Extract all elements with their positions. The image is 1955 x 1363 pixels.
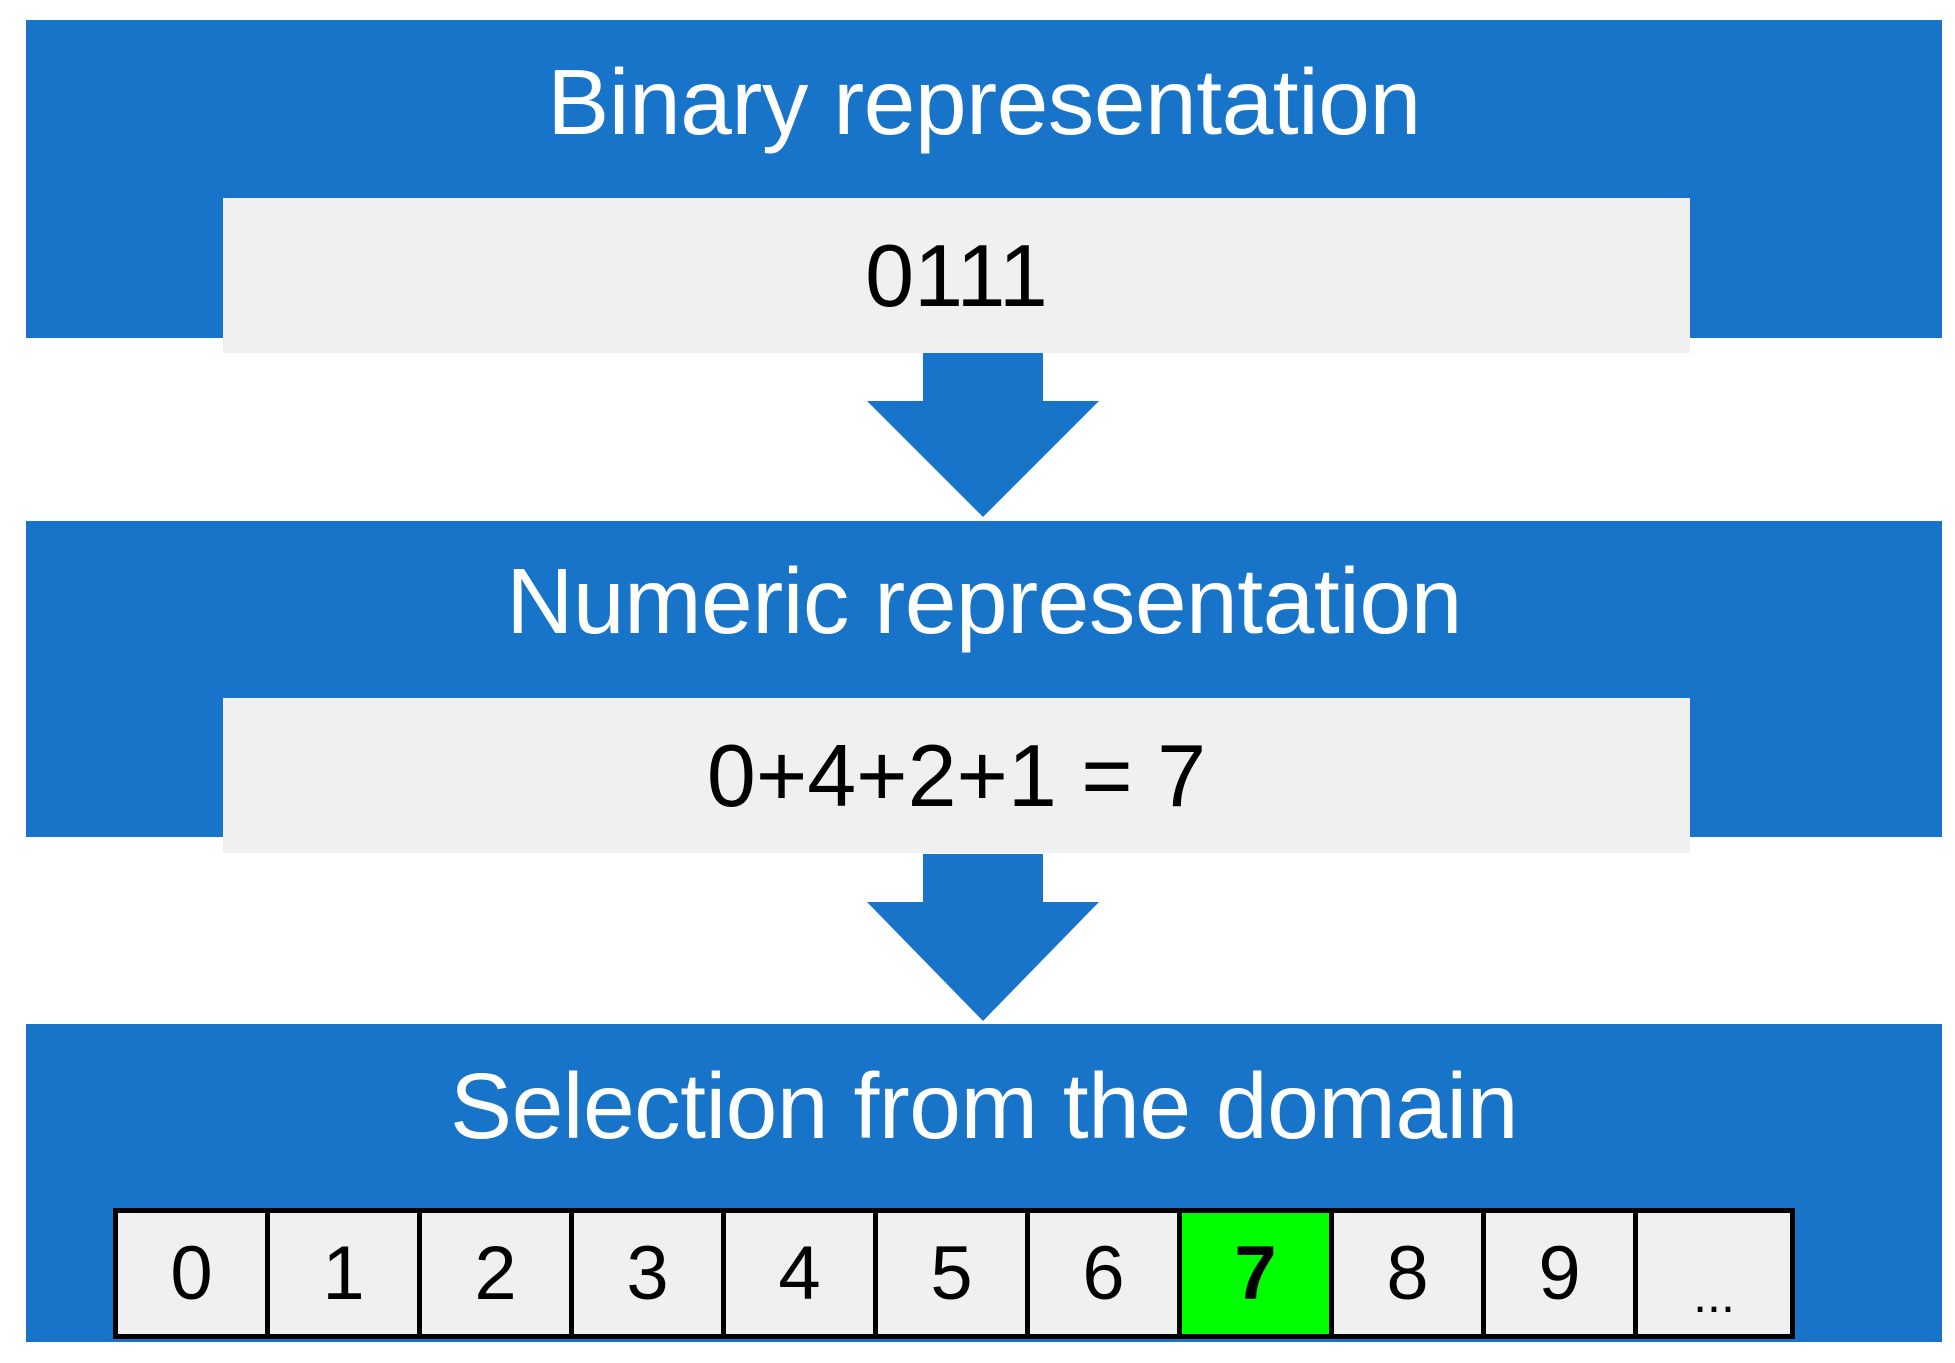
binary-value-text: 0111 [865, 225, 1048, 325]
binary-value-plate: 0111 [223, 198, 1690, 353]
domain-cell[interactable]: 8 [1334, 1213, 1486, 1334]
domain-cell-selected[interactable]: 7 [1182, 1213, 1334, 1334]
domain-cell[interactable]: 4 [726, 1213, 878, 1334]
numeric-value-plate: 0+4+2+1 = 7 [223, 698, 1690, 853]
domain-cell[interactable]: 2 [422, 1213, 574, 1334]
down-arrow-icon [867, 854, 1099, 1021]
stage-domain-title: Selection from the domain [450, 1054, 1518, 1158]
numeric-value-text: 0+4+2+1 = 7 [706, 725, 1207, 825]
domain-cell[interactable]: 5 [878, 1213, 1030, 1334]
domain-cell[interactable]: 0 [118, 1213, 270, 1334]
domain-cell[interactable]: 3 [574, 1213, 726, 1334]
domain-cell[interactable]: ... [1638, 1213, 1790, 1334]
stage-binary-title: Binary representation [547, 50, 1421, 154]
domain-cell[interactable]: 6 [1030, 1213, 1182, 1334]
domain-cell[interactable]: 1 [270, 1213, 422, 1334]
domain-cell[interactable]: 9 [1486, 1213, 1638, 1334]
stage-numeric-title: Numeric representation [506, 549, 1462, 653]
down-arrow-icon [867, 353, 1099, 517]
